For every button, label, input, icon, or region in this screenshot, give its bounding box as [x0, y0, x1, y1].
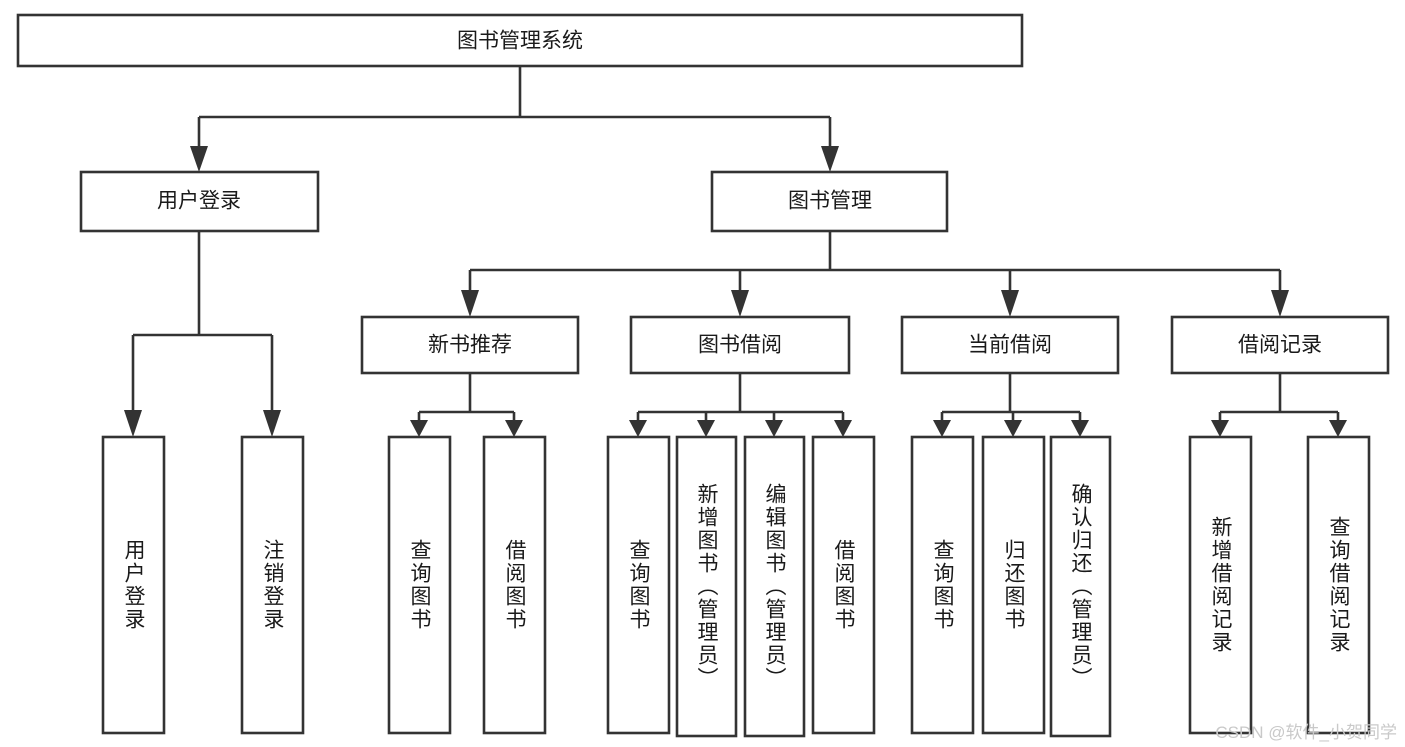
node-book-borrow[interactable]: 图书借阅	[629, 315, 851, 375]
connector-group-userlogin-leaves	[124, 231, 281, 437]
arrowhead-new-book	[461, 290, 479, 317]
arrowhead-leaf-4	[505, 420, 523, 437]
arrowhead-leaf-8	[834, 420, 852, 437]
arrowhead-leaf-12	[1211, 420, 1229, 437]
arrowhead-leaf-7	[765, 420, 783, 437]
leaf-box-add-borrow-record[interactable]	[1188, 435, 1253, 735]
node-new-book-recommend-label: 新书推荐	[428, 334, 512, 357]
node-root-label: 图书管理系统	[457, 30, 583, 53]
leaf-box-query-book-2[interactable]	[606, 435, 671, 735]
arrowhead-leaf-10	[1004, 420, 1022, 437]
connector-group-root-to-level2	[190, 66, 839, 172]
connector-group-newbook-leaves	[410, 373, 523, 437]
node-book-borrow-box[interactable]	[629, 315, 851, 375]
node-root-box[interactable]	[16, 13, 1024, 68]
arrowhead-user-login	[190, 146, 208, 172]
node-user-login-box[interactable]	[79, 170, 320, 233]
arrowhead-current	[1001, 290, 1019, 317]
arrowhead-leaf-3	[410, 420, 428, 437]
leaf-box-borrow-book-2[interactable]	[811, 435, 876, 735]
node-user-login-label: 用户登录	[157, 190, 241, 213]
node-current-borrow-label: 当前借阅	[968, 334, 1052, 357]
connector-group-bookmgmt-to-level3	[461, 231, 1289, 317]
leaf-box-query-book-3[interactable]	[910, 435, 975, 735]
arrowhead-leaf-6	[697, 420, 715, 437]
node-current-borrow[interactable]: 当前借阅	[900, 315, 1120, 375]
connector-group-borrow-leaves	[629, 373, 852, 437]
arrowhead-leaf-1	[124, 410, 142, 437]
node-current-borrow-box[interactable]	[900, 315, 1120, 375]
node-new-book-recommend[interactable]: 新书推荐	[360, 315, 580, 375]
node-borrow-record[interactable]: 借阅记录	[1170, 315, 1390, 375]
arrowhead-leaf-5	[629, 420, 647, 437]
node-book-borrow-label: 图书借阅	[698, 334, 782, 357]
arrowhead-leaf-11	[1071, 420, 1089, 437]
connector-group-current-leaves	[933, 373, 1089, 437]
leaf-box-return-book[interactable]	[981, 435, 1046, 735]
arrowhead-leaf-13	[1329, 420, 1347, 437]
leaf-box-query-borrow-record[interactable]	[1306, 435, 1371, 735]
watermark: CSDN @软件_小贺同学	[1215, 723, 1397, 742]
node-root[interactable]: 图书管理系统	[16, 13, 1024, 68]
leaf-box-logout[interactable]	[240, 435, 305, 735]
leaf-box-confirm-return-admin[interactable]	[1049, 435, 1112, 738]
arrowhead-book-mgmt	[821, 146, 839, 172]
leaf-box-borrow-book-1[interactable]	[482, 435, 547, 735]
leaf-box-edit-book-admin[interactable]	[743, 435, 806, 738]
node-new-book-recommend-box[interactable]	[360, 315, 580, 375]
arrowhead-borrow	[731, 290, 749, 317]
arrowhead-leaf-9	[933, 420, 951, 437]
leaf-box-query-book-1[interactable]	[387, 435, 452, 735]
node-borrow-record-label: 借阅记录	[1238, 334, 1322, 357]
connector-group-record-leaves	[1211, 373, 1347, 437]
node-book-management-label: 图书管理	[788, 190, 872, 213]
arrowhead-record	[1271, 290, 1289, 317]
node-book-management-box[interactable]	[710, 170, 949, 233]
node-user-login[interactable]: 用户登录	[79, 170, 320, 233]
leaf-box-add-book-admin[interactable]	[675, 435, 738, 738]
arrowhead-leaf-2	[263, 410, 281, 437]
leaf-box-user-login[interactable]	[101, 435, 166, 735]
node-borrow-record-box[interactable]	[1170, 315, 1390, 375]
node-book-management[interactable]: 图书管理	[710, 170, 949, 233]
